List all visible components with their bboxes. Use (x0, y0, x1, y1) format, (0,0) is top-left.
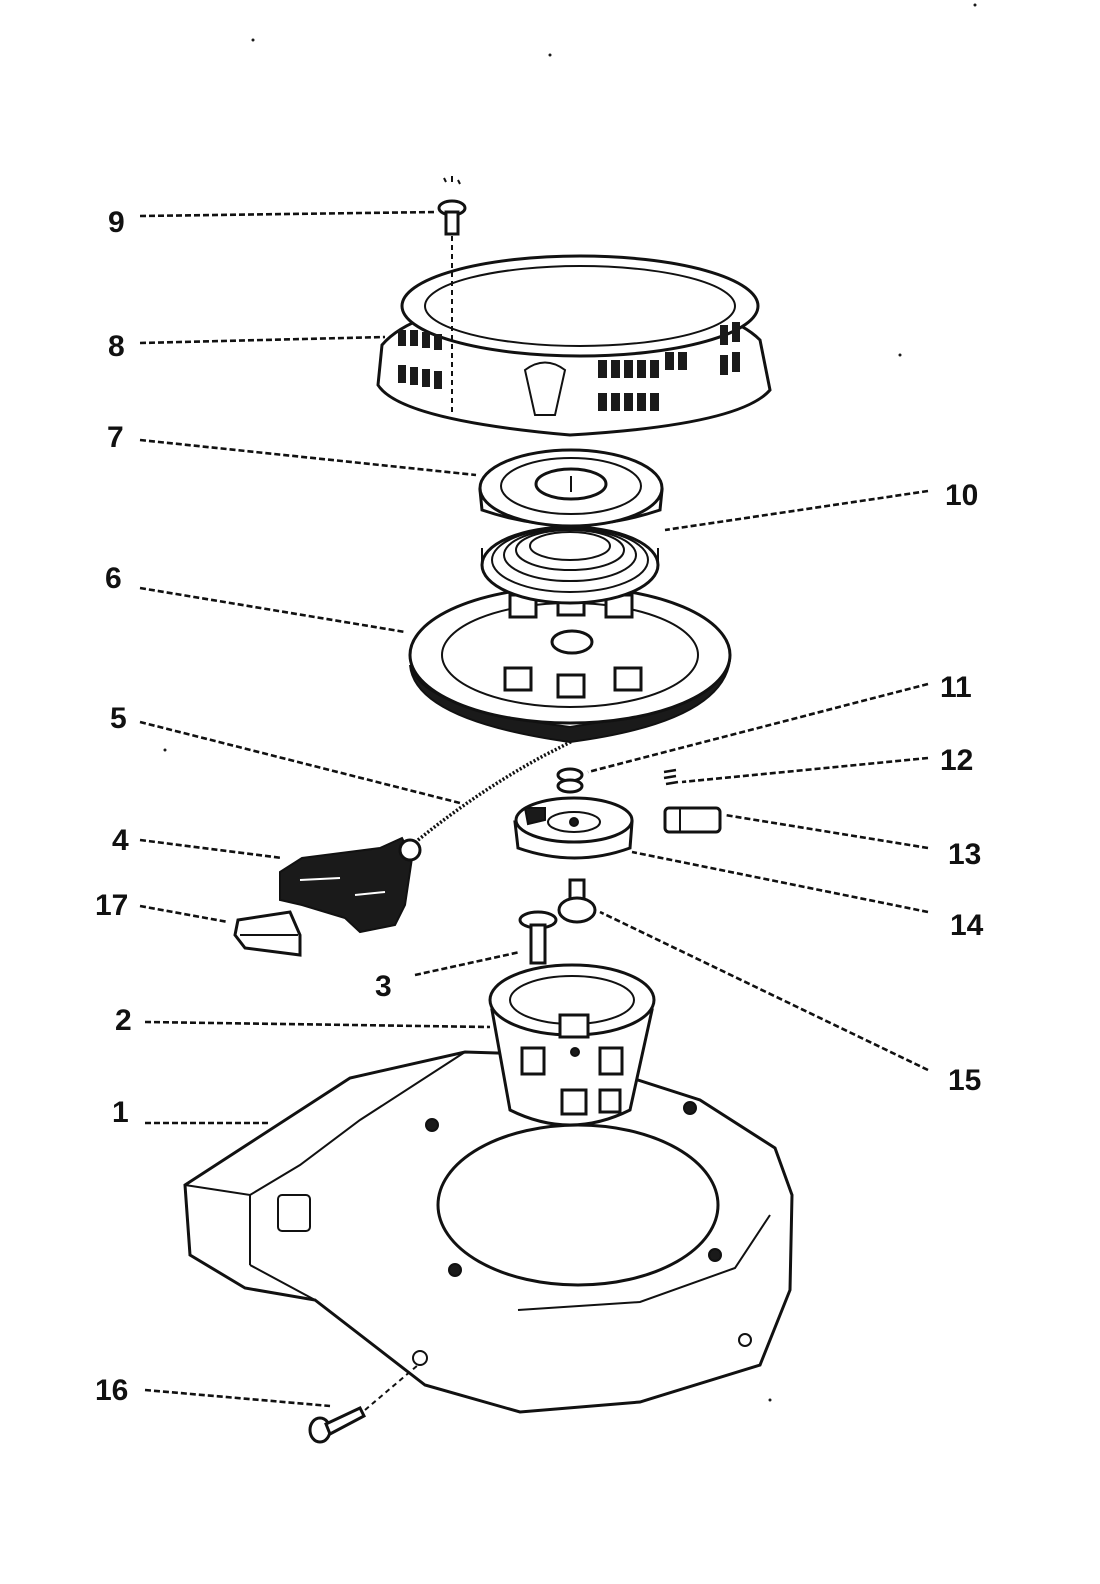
callout-13: 13 (948, 838, 981, 871)
callout-17: 17 (95, 889, 128, 922)
leader-5 (139, 720, 461, 805)
part-11-spring (556, 767, 584, 794)
part-7-spring-retainer (478, 448, 664, 528)
callout-4: 4 (112, 824, 129, 857)
part-6-pulley (408, 585, 732, 744)
part-14-ratchet (513, 796, 634, 860)
leader-16 (144, 1388, 331, 1408)
leader-13 (724, 813, 929, 850)
leader-14 (631, 850, 929, 914)
callout-15: 15 (948, 1064, 981, 1097)
leader-10 (664, 489, 929, 532)
part-8-starter-housing (376, 254, 772, 437)
part-10-recoil-spring (480, 525, 660, 605)
callout-6: 6 (105, 562, 122, 595)
callout-8: 8 (108, 330, 125, 363)
leader-8 (139, 335, 386, 345)
callout-5: 5 (110, 702, 127, 735)
callout-1: 1 (112, 1096, 129, 1129)
part-2-starter-cup (488, 963, 656, 1127)
callout-16: 16 (95, 1374, 128, 1407)
leader-11 (587, 682, 929, 774)
scan-specks (163, 3, 977, 1402)
callout-10: 10 (945, 479, 978, 512)
part-16-bolt (308, 1364, 419, 1444)
callout-7: 7 (107, 421, 124, 454)
callout-11: 11 (940, 671, 972, 704)
part-13-pawl (663, 806, 722, 834)
leader-2 (144, 1020, 491, 1029)
part-12-small-spring (663, 768, 679, 786)
leader-12 (681, 756, 929, 784)
part-15-center-screw (557, 878, 597, 924)
part-3-screw (518, 910, 558, 965)
leader-6 (139, 586, 406, 634)
callout-labels: 1 2 3 4 5 6 7 8 9 10 11 12 13 14 15 16 1… (95, 206, 984, 1407)
leader-17 (139, 904, 229, 924)
leader-15 (599, 910, 929, 1072)
leader-7 (139, 438, 477, 477)
callout-2: 2 (115, 1004, 132, 1037)
callout-12: 12 (940, 744, 973, 777)
part-9-screw (437, 176, 467, 412)
leader-3 (414, 950, 521, 977)
part-4-starter-handle (279, 836, 422, 934)
leader-lines (139, 210, 929, 1408)
leader-4 (139, 838, 283, 860)
callout-9: 9 (108, 206, 125, 239)
leader-9 (139, 210, 438, 218)
part-17-insert (233, 910, 302, 957)
callout-14: 14 (950, 909, 984, 942)
callout-3: 3 (375, 970, 392, 1003)
part-1-blower-housing (183, 1050, 794, 1414)
